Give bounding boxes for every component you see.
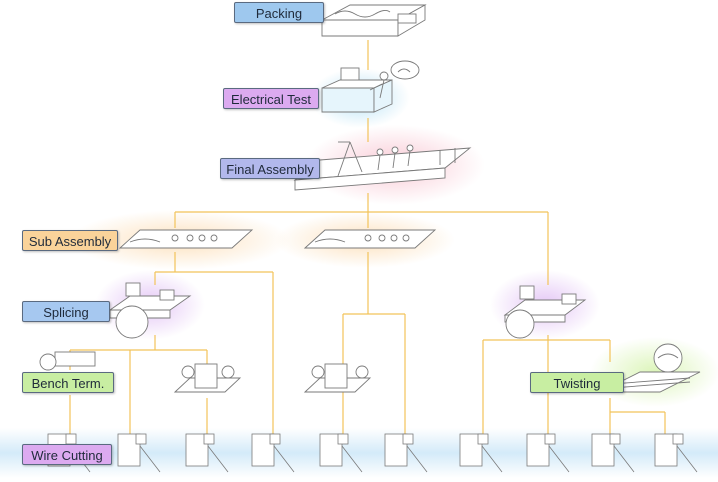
wire-cutting-machine <box>319 433 363 473</box>
wire-cutting-machine <box>185 433 229 473</box>
bench-term-press-middle <box>173 363 242 393</box>
twisting-machine-illustration <box>599 343 701 393</box>
wire-cutting-machine <box>459 433 503 473</box>
stage-label-bench-term: Bench Term. <box>22 372 114 393</box>
stage-label-final-assembly: Final Assembly <box>220 158 320 179</box>
stage-label-wire-cutting: Wire Cutting <box>22 444 112 465</box>
wire-cutting-machine <box>384 433 428 473</box>
stage-label-splicing: Splicing <box>22 301 110 322</box>
stage-label-sub-assembly: Sub Assembly <box>22 230 118 251</box>
stage-label-packing: Packing <box>234 2 324 23</box>
wire-cutting-machine <box>117 433 161 473</box>
wire-cutting-machines <box>47 433 698 473</box>
wire-cutting-machine <box>251 433 295 473</box>
bench-term-press-right <box>303 363 372 393</box>
splicing-machine-right <box>503 285 587 339</box>
splicing-machine-left <box>108 282 192 339</box>
electrical-test-illustration <box>321 60 420 113</box>
bench-term-press-left <box>39 351 96 371</box>
stage-label-twisting: Twisting <box>530 372 624 393</box>
wire-cutting-machine <box>591 433 635 473</box>
wire-cutting-machine <box>526 433 570 473</box>
sub-assembly-board-middle <box>303 229 437 249</box>
stage-label-electrical-test: Electrical Test <box>223 88 319 109</box>
connector-lines <box>69 40 666 440</box>
wire-cutting-machine <box>654 433 698 473</box>
packing-station-illustration <box>321 4 427 37</box>
sub-assembly-board-left <box>118 229 254 249</box>
